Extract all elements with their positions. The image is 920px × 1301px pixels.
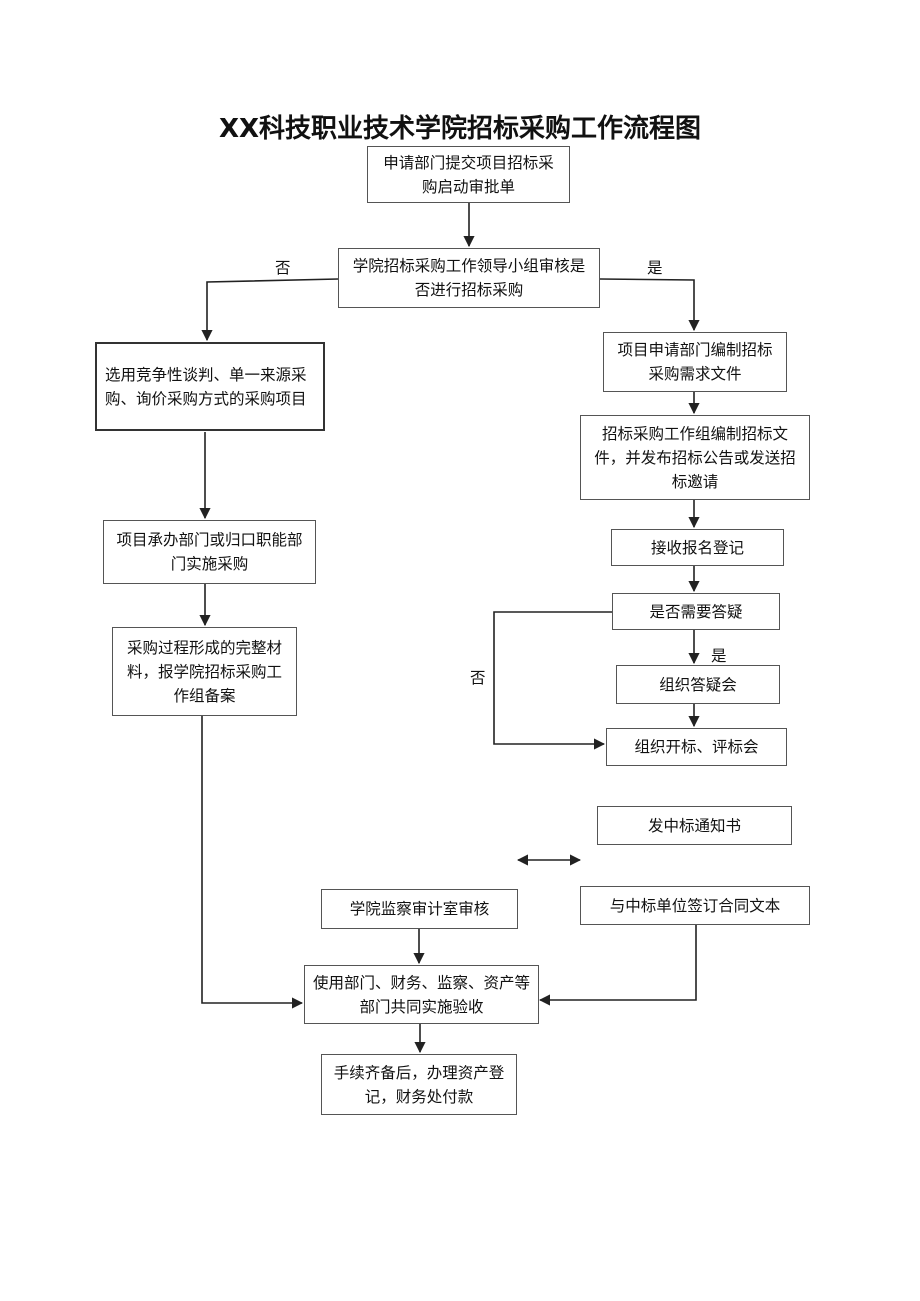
node-prepare-reqs: 项目申请部门编制招标采购需求文件 xyxy=(603,332,787,392)
node-award-notice-text: 发中标通知书 xyxy=(647,816,741,835)
node-need-qa: 是否需要答疑 xyxy=(612,593,780,630)
node-sign-contract-text: 与中标单位签订合同文本 xyxy=(609,896,781,915)
node-leader-review: 学院招标采购工作领导小组审核是否进行招标采购 xyxy=(338,248,600,308)
node-sign-contract: 与中标单位签订合同文本 xyxy=(580,886,810,925)
node-prepare-reqs-text: 项目申请部门编制招标采购需求文件 xyxy=(617,341,773,383)
node-start: 申请部门提交项目招标采购启动审批单 xyxy=(367,146,570,203)
node-payment-text: 手续齐备后，办理资产登记，财务处付款 xyxy=(333,1063,505,1106)
node-audit-text: 学院监察审计室审核 xyxy=(349,900,490,918)
arrow-filing-to-acceptance xyxy=(201,716,304,1009)
node-prepare-docs: 招标采购工作组编制招标文件，并发布招标公告或发送招标邀请 xyxy=(580,415,810,500)
node-record-filing: 采购过程形成的完整材料，报学院招标采购工作组备案 xyxy=(112,627,297,716)
arrow-review-yes-branch xyxy=(599,278,700,332)
node-record-filing-text: 采购过程形成的完整材料，报学院招标采购工作组备案 xyxy=(126,638,282,705)
node-registration: 接收报名登记 xyxy=(611,529,784,566)
node-leader-review-text: 学院招标采购工作领导小组审核是否进行招标采购 xyxy=(352,257,586,299)
arrow-qa-no-to-opening xyxy=(493,611,612,750)
label-no-qa: 否 xyxy=(470,669,486,687)
node-payment: 手续齐备后，办理资产登记，财务处付款 xyxy=(321,1054,517,1115)
page-title: XX科技职业技术学院招标采购工作流程图 xyxy=(218,114,702,144)
node-audit: 学院监察审计室审核 xyxy=(321,889,518,929)
node-prepare-docs-text: 招标采购工作组编制招标文件，并发布招标公告或发送招标邀请 xyxy=(594,424,796,491)
label-yes-top: 是 xyxy=(647,259,663,277)
arrow-contract-to-acceptance xyxy=(538,925,697,1006)
node-bid-opening: 组织开标、评标会 xyxy=(606,728,787,766)
node-qa-meeting: 组织答疑会 xyxy=(616,665,780,704)
node-qa-meeting-text: 组织答疑会 xyxy=(659,675,737,694)
label-yes-qa: 是 xyxy=(711,647,727,665)
node-award-notice: 发中标通知书 xyxy=(597,806,792,845)
node-bid-opening-text: 组织开标、评标会 xyxy=(634,738,759,756)
node-alt-methods: 选用竞争性谈判、单一来源采购、询价采购方式的采购项目 xyxy=(95,342,325,431)
node-acceptance: 使用部门、财务、监察、资产等部门共同实施验收 xyxy=(304,965,539,1024)
node-registration-text: 接收报名登记 xyxy=(650,538,744,557)
node-acceptance-text: 使用部门、财务、监察、资产等部门共同实施验收 xyxy=(313,973,531,1016)
label-no-top: 否 xyxy=(275,259,291,277)
node-alt-methods-text: 选用竞争性谈判、单一来源采购、询价采购方式的采购项目 xyxy=(105,365,307,408)
node-dept-implement: 项目承办部门或归口职能部门实施采购 xyxy=(103,520,316,584)
node-need-qa-text: 是否需要答疑 xyxy=(649,602,743,621)
node-start-text: 申请部门提交项目招标采购启动审批单 xyxy=(383,153,554,196)
node-dept-implement-text: 项目承办部门或归口职能部门实施采购 xyxy=(116,531,303,573)
arrow-review-no-branch xyxy=(201,278,339,342)
